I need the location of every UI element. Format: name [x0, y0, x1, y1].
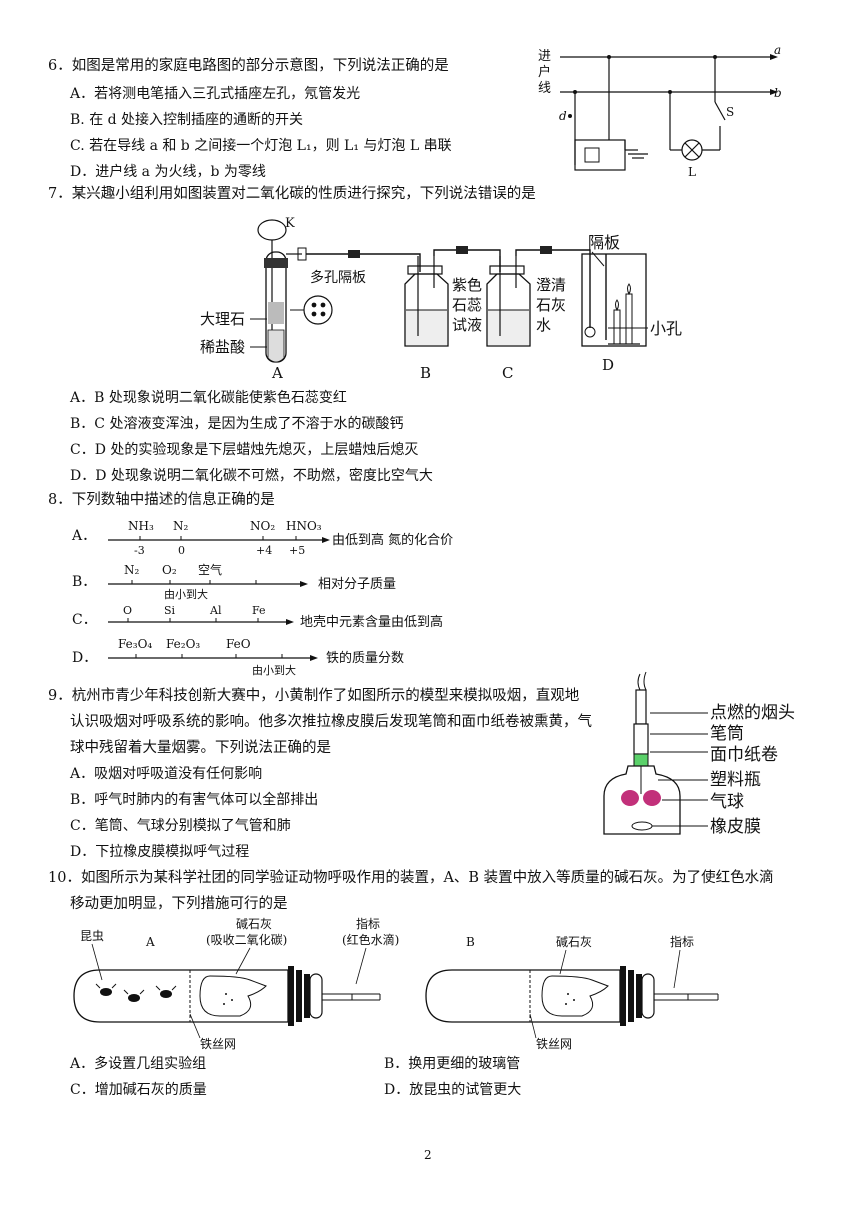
q8-a-value-3: +5: [289, 544, 305, 557]
q10-respiration-apparatus: 昆虫 A 碱石灰 (吸收二氧化碳) 指标 (红色水滴) 铁丝网 B 碱石灰 指标…: [73, 916, 719, 1051]
q8-c-letter: C．: [72, 612, 97, 628]
q8-d-label-1: Fe₂O₃: [166, 637, 200, 651]
q6-label-xian: 线: [538, 81, 551, 96]
q6-stem: 6．如图是常用的家庭电路图的部分示意图，下列说法正确的是: [48, 58, 449, 74]
q6-label-d: d: [559, 109, 567, 123]
q8-a-label-3: HNO₃: [286, 519, 322, 533]
q7-label-litmus2: 石蕊: [452, 296, 482, 314]
q6-option-d: D．进户线 a 为火线，b 为零线: [70, 164, 266, 180]
q7-label-lime2: 石灰: [536, 296, 566, 314]
q10-label-b: B: [466, 935, 475, 949]
q10-option-a: A．多设置几组实验组: [70, 1056, 207, 1072]
q8-d-sub: 由小到大: [252, 663, 296, 677]
q10-label-marker-note: (红色水滴): [342, 932, 399, 947]
q6-label-a: a: [774, 43, 781, 57]
q10-line-2: 移动更加明显，下列措施可行的是: [70, 896, 288, 912]
q10-option-d: D．放昆虫的试管更大: [384, 1082, 522, 1098]
q8-b-label-0: N₂: [124, 563, 140, 577]
q8-c-caption: 地壳中元素含量由低到高: [300, 614, 443, 630]
q9-label-plastic-bottle: 塑料瓶: [710, 770, 761, 790]
q8-c-label-3: Fe: [252, 604, 266, 617]
q9-option-b: B．呼气时肺内的有害气体可以全部排出: [70, 792, 319, 808]
q8-c-label-0: O: [123, 604, 132, 617]
q8-stem: 8．下列数轴中描述的信息正确的是: [48, 492, 275, 508]
q7-label-A: A: [271, 364, 283, 382]
q8-c-label-1: Si: [164, 604, 176, 617]
q10-label-soda-2: 碱石灰: [556, 935, 592, 949]
q7-label-B: B: [420, 364, 431, 382]
q10-label-marker: 指标: [356, 916, 380, 931]
q8-b-sub: 由小到大: [164, 587, 208, 601]
q7-option-d: D．D 处现象说明二氧化碳不可燃，不助燃，密度比空气大: [70, 468, 433, 484]
q9-line-1: 9．杭州市青少年科技创新大赛中，小黄制作了如图所示的模型来模拟吸烟，直观地: [48, 688, 580, 704]
q10-label-insect: 昆虫: [80, 929, 104, 943]
q8-b-label-2: 空气: [198, 562, 222, 577]
q10-label-marker-2: 指标: [670, 934, 694, 949]
q9-option-d: D．下拉橡皮膜模拟呼气过程: [70, 844, 250, 860]
q7-label-lime3: 水: [536, 316, 551, 334]
q6-label-S: S: [726, 105, 734, 119]
q9-line-2: 认识吸烟对呼吸系统的影响。他多次推拉橡皮膜后发现笔筒和面巾纸卷被熏黄，气: [70, 714, 592, 730]
q7-stem: 7．某兴趣小组利用如图装置对二氧化碳的性质进行探究，下列说法错误的是: [48, 186, 536, 202]
q10-label-mesh: 铁丝网: [200, 1037, 236, 1051]
q6-label-jin: 进: [538, 49, 551, 64]
q8-a-label-0: NH₃: [128, 519, 154, 533]
q7-apparatus-diagram: K 多孔隔板 大理石 稀盐酸 A B 紫色 石蕊 试液 C 澄清 石灰 水 隔板…: [200, 216, 682, 382]
q10-label-mesh-2: 铁丝网: [536, 1037, 572, 1051]
q7-option-c: C．D 处的实验现象是下层蜡烛先熄灭，上层蜡烛后熄灭: [70, 442, 419, 458]
q8-c-label-2: Al: [209, 604, 222, 617]
q7-label-C: C: [502, 364, 513, 382]
q10-label-a: A: [145, 935, 155, 949]
q9-line-3: 球中残留着大量烟雾。下列说法正确的是: [70, 740, 331, 756]
q7-option-a: A．B 处现象说明二氧化碳能使紫色石蕊变红: [70, 390, 347, 406]
q10-line-1: 10．如图所示为某科学社团的同学验证动物呼吸作用的装置，A、B 装置中放入等质量…: [48, 870, 774, 886]
q9-label-pen-holder: 笔筒: [710, 724, 744, 744]
q10-label-soda: 碱石灰: [236, 917, 272, 931]
q8-a-value-1: 0: [178, 544, 185, 557]
q7-label-acid: 稀盐酸: [200, 338, 245, 356]
q8-a-letter: A．: [71, 528, 96, 544]
q8-d-caption: 铁的质量分数: [326, 650, 404, 666]
q6-label-L: L: [688, 165, 696, 179]
q9-label-rubber-membrane: 橡皮膜: [710, 817, 761, 837]
q10-option-b: B．换用更细的玻璃管: [384, 1056, 521, 1072]
q10-label-soda-note: (吸收二氧化碳): [206, 933, 287, 947]
q7-label-litmus1: 紫色: [452, 276, 482, 294]
page-number: 2: [424, 1148, 432, 1162]
q10-option-c: C．增加碱石灰的质量: [70, 1082, 207, 1098]
q6-label-hu: 户: [538, 64, 551, 80]
q8-number-lines: A． NH₃ N₂ NO₂ HNO₃ -3 0 +4 +5 由低到高 氮的化合价…: [71, 519, 453, 677]
q8-a-value-2: +4: [256, 544, 272, 557]
q8-a-label-1: N₂: [173, 519, 189, 533]
q7-label-K: K: [285, 216, 295, 231]
q7-label-litmus3: 试液: [452, 316, 482, 334]
q7-label-porous: 多孔隔板: [310, 269, 366, 286]
q7-option-b: B．C 处溶液变浑浊，是因为生成了不溶于水的碳酸钙: [70, 416, 404, 432]
q8-a-caption: 由低到高 氮的化合价: [332, 532, 453, 548]
q6-option-a: A．若将测电笔插入三孔式插座左孔，氖管发光: [70, 86, 361, 102]
q6-circuit-diagram: 进 户 线 a b d S L: [538, 43, 782, 179]
q8-b-label-1: O₂: [162, 563, 177, 577]
q7-label-hole: 小孔: [650, 319, 682, 338]
q8-a-value-0: -3: [134, 544, 145, 557]
q9-label-tissue-roll: 面巾纸卷: [710, 745, 778, 765]
q7-label-marble: 大理石: [200, 310, 245, 328]
q6-option-b: B. 在 d 处接入控制插座的通断的开关: [70, 112, 304, 128]
q7-label-lime1: 澄清: [536, 276, 566, 294]
q8-a-label-2: NO₂: [250, 519, 275, 533]
q9-option-a: A．吸烟对呼吸道没有任何影响: [70, 766, 263, 782]
q8-d-label-2: FeO: [226, 637, 251, 651]
q7-label-partition: 隔板: [588, 233, 620, 252]
q8-b-letter: B．: [72, 574, 96, 590]
q6-option-c: C. 若在导线 a 和 b 之间接一个灯泡 L₁，则 L₁ 与灯泡 L 串联: [70, 138, 452, 154]
q7-label-D: D: [602, 356, 614, 374]
q8-d-letter: D．: [72, 650, 97, 666]
q6-label-b: b: [774, 86, 782, 100]
q9-smoking-model-diagram: 点燃的烟头 笔筒 面巾纸卷 塑料瓶 气球 橡皮膜: [603, 671, 795, 837]
q9-option-c: C．笔筒、气球分别模拟了气管和肺: [70, 818, 291, 834]
q9-label-cigarette: 点燃的烟头: [710, 703, 795, 723]
q8-b-caption: 相对分子质量: [318, 577, 396, 592]
q8-d-label-0: Fe₃O₄: [118, 637, 152, 651]
q9-label-balloon: 气球: [710, 792, 744, 812]
